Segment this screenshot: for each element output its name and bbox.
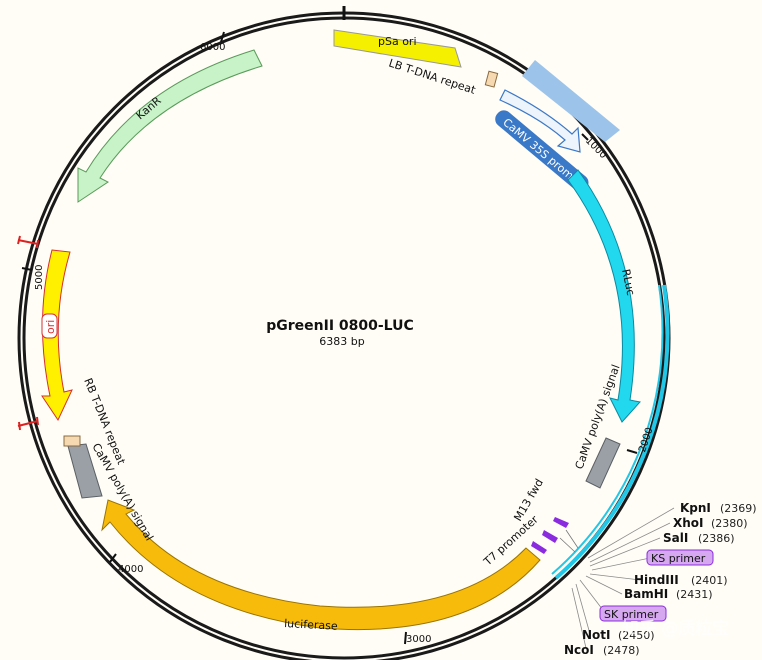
ks-primer-tag: KS primer (646, 549, 714, 566)
kanr-feature (77, 49, 263, 203)
tick-label-4000: 4000 (118, 564, 143, 575)
plasmid-size: 6383 bp (319, 335, 364, 348)
ks-primer-label: KS primer (651, 552, 706, 565)
camv-polya-1-feature (585, 437, 621, 489)
rluc-label: RLuc (619, 268, 637, 297)
site-ncoi-pos: (2478) (603, 644, 640, 657)
tick-marks (21, 31, 638, 645)
site-bamhi-pos: (2431) (676, 588, 713, 601)
site-xhoi-name: XhoI (673, 516, 704, 530)
site-hindiii-pos: (2401) (691, 574, 728, 587)
red-markers (17, 235, 39, 431)
backbone-highlight-inner (551, 284, 664, 575)
primer-arrows (531, 517, 569, 554)
camv-region-bar (522, 60, 620, 142)
site-hindiii-name: HindIII (634, 573, 679, 587)
rb-repeat-feature (63, 435, 81, 447)
tick-label-3000: 3000 (406, 634, 431, 645)
sk-primer-tag: SK primer (599, 605, 667, 622)
backbone-highlight (554, 284, 670, 580)
site-ncoi-name: NcoI (564, 643, 594, 657)
tick-label-5000: 5000 (34, 265, 45, 290)
rluc-feature (567, 169, 641, 423)
lb-repeat-feature (484, 70, 499, 88)
mcs-lines (559, 529, 579, 553)
camv35s-arrow (499, 89, 581, 153)
sk-primer-label: SK primer (604, 608, 659, 621)
site-kpni-pos: (2369) (720, 502, 757, 515)
ori-tag: ori (41, 313, 58, 339)
site-noti-name: NotI (582, 628, 611, 642)
site-noti-pos: (2450) (618, 629, 655, 642)
plasmid-title: pGreenII 0800-LUC (266, 318, 414, 334)
site-xhoi-pos: (2380) (711, 517, 748, 530)
site-bamhi-name: BamHI (624, 587, 668, 601)
tick-label-6000: 6000 (200, 42, 225, 53)
luciferase-feature (101, 499, 541, 631)
psa-ori-feature (333, 29, 462, 68)
psa-ori-label: pSa ori (378, 35, 417, 48)
site-kpni-name: KpnI (680, 501, 711, 515)
luciferase-label: luciferase (284, 617, 338, 633)
site-sali-pos: (2386) (698, 532, 735, 545)
site-sali-name: SalI (663, 531, 688, 545)
watermark: 知乎 @质粒宝 (622, 619, 729, 639)
ori-label: ori (44, 320, 57, 334)
